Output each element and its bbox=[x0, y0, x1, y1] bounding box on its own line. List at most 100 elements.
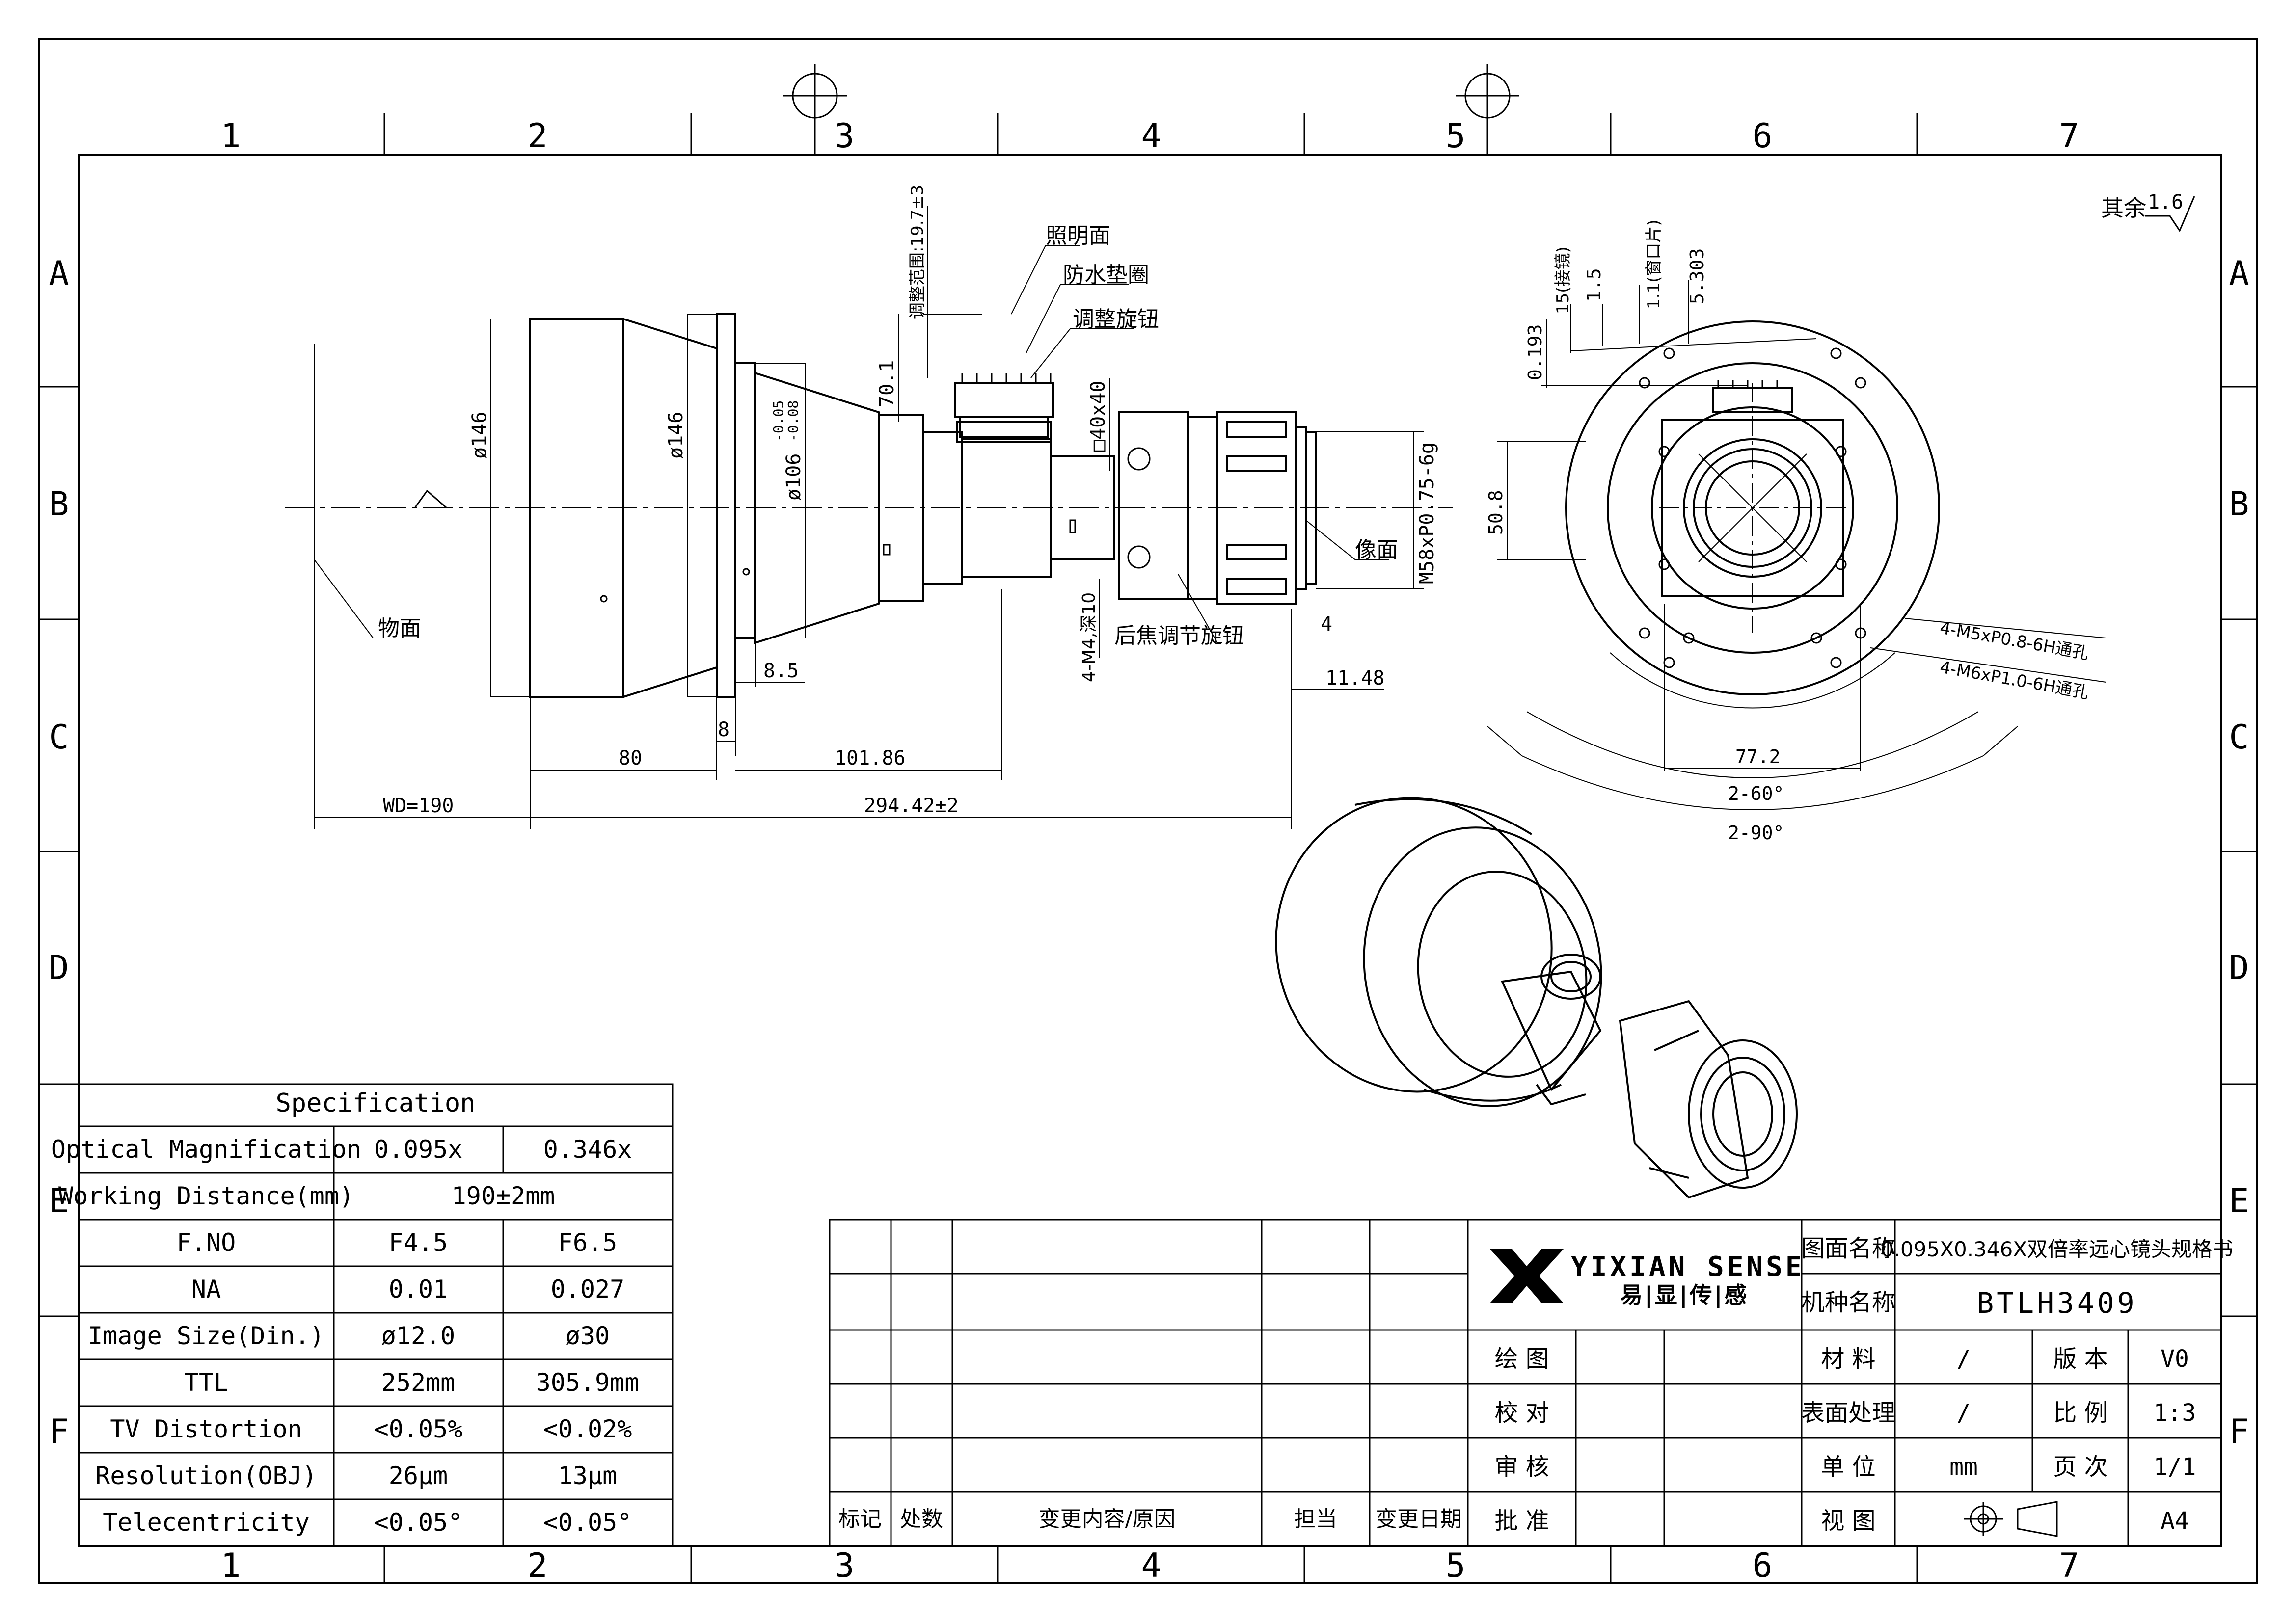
spec-row-label: Working Distance(mm) bbox=[58, 1182, 354, 1210]
revision-headers: 标记 处数 变更内容/原因 担当 变更日期 bbox=[838, 1507, 1462, 1532]
check-label: 校 对 bbox=[1494, 1399, 1549, 1427]
row-label: A bbox=[2229, 254, 2249, 293]
dim-0-193: 0.193 bbox=[1524, 324, 1546, 380]
front-dimension-texts: ø146 ø146 ø106 -0.05 -0.08 调整范围:19.7±3 7… bbox=[383, 185, 1438, 817]
material-value: / bbox=[1957, 1345, 1971, 1373]
column-label: 6 bbox=[1753, 117, 1773, 156]
approve-label: 批 准 bbox=[1494, 1507, 1549, 1535]
dim-8: 8 bbox=[718, 718, 729, 741]
spec-row-value: F4.5 bbox=[389, 1228, 448, 1257]
dim-11-48: 11.48 bbox=[1325, 667, 1384, 690]
dim-77-2: 77.2 bbox=[1735, 746, 1781, 768]
revision-table bbox=[829, 1219, 1469, 1547]
dim-h70-1: 70.1 bbox=[876, 360, 898, 407]
row-label: D bbox=[49, 949, 69, 987]
column-label: 7 bbox=[2059, 117, 2080, 156]
title-block-grid bbox=[1467, 1219, 2222, 1547]
spec-title: Specification bbox=[276, 1089, 476, 1118]
lens-side-profile bbox=[285, 313, 1453, 829]
company-logo: YIXIAN SENSE 易|显|传|感 bbox=[1490, 1249, 1802, 1309]
dim-total: 294.42±2 bbox=[864, 795, 959, 817]
column-label: 7 bbox=[2059, 1546, 2080, 1585]
scale-value: 1:3 bbox=[2154, 1399, 2196, 1427]
spec-row-value: 190±2mm bbox=[452, 1182, 555, 1210]
rev-mark-header: 标记 bbox=[838, 1507, 882, 1532]
dim-m6: 4-M6xP1.0-6H通孔 bbox=[1938, 657, 2090, 703]
paper-size: A4 bbox=[2161, 1507, 2189, 1535]
dim-wd: WD=190 bbox=[383, 795, 454, 817]
spec-row-label: Telecentricity bbox=[103, 1508, 309, 1537]
spec-row-value: 0.027 bbox=[551, 1275, 625, 1303]
end-view-dimensions bbox=[1487, 280, 2107, 810]
dim-4: 4 bbox=[1321, 613, 1332, 636]
dim-d146-left: ø146 bbox=[468, 412, 491, 459]
dim-d106-tol-lower: -0.08 bbox=[785, 400, 801, 442]
dim-101-86: 101.86 bbox=[835, 747, 906, 770]
row-label: E bbox=[2229, 1182, 2249, 1221]
dim-d146-right: ø146 bbox=[665, 412, 687, 459]
spec-rows: Optical Magnification 0.095x 0.346xWorking… bbox=[51, 1135, 673, 1547]
dim-sq40: □40x40 bbox=[1087, 381, 1109, 452]
dim-2-90: 2-90° bbox=[1728, 822, 1784, 844]
column-label: 1 bbox=[221, 1546, 241, 1585]
drawing-name: 0.095X0.346X双倍率远心镜头规格书 bbox=[1881, 1237, 2233, 1261]
frame-labels: 1 2 3 4 5 6 7 1 2 3 4 5 6 7 A B C D E F … bbox=[49, 117, 2249, 1585]
spec-row-value: 13μm bbox=[558, 1462, 617, 1490]
spec-row-value: 0.346x bbox=[543, 1135, 632, 1164]
dim-1-1: 1.1(窗口片) bbox=[1644, 219, 1664, 309]
row-label: B bbox=[49, 485, 69, 524]
version-label: 版 本 bbox=[2053, 1345, 2107, 1373]
label-waterproof-gasket: 防水垫圈 bbox=[1063, 263, 1149, 288]
row-label: C bbox=[49, 718, 69, 757]
model-label: 机种名称 bbox=[1801, 1289, 1895, 1316]
spec-row-value: ø12.0 bbox=[381, 1322, 456, 1350]
surface-label: 表面处理 bbox=[1801, 1399, 1895, 1427]
column-label: 5 bbox=[1446, 1546, 1466, 1585]
spec-row-label: TTL bbox=[184, 1368, 228, 1397]
spec-row-value: 26μm bbox=[389, 1462, 448, 1490]
spec-row-label: Image Size(Din.) bbox=[88, 1322, 324, 1350]
spec-row-value: 0.01 bbox=[389, 1275, 448, 1303]
roughness-symbol bbox=[2145, 196, 2195, 233]
label-object-plane: 物面 bbox=[378, 616, 421, 641]
dim-5-303: 5.303 bbox=[1686, 248, 1708, 304]
spec-row-value: 0.095x bbox=[374, 1135, 463, 1164]
material-label: 材 料 bbox=[1821, 1345, 1875, 1373]
column-label: 3 bbox=[835, 1546, 855, 1585]
row-label: A bbox=[49, 254, 69, 293]
dim-m58: M58xP0.75-6g bbox=[1416, 442, 1438, 584]
view-label: 视 图 bbox=[1821, 1507, 1875, 1535]
roughness-note: 其余 1.6 bbox=[2101, 191, 2195, 233]
spec-row-value: ø30 bbox=[566, 1322, 610, 1350]
rev-count-header: 处数 bbox=[900, 1507, 943, 1532]
rev-content-header: 变更内容/原因 bbox=[1039, 1507, 1176, 1532]
unit-value: mm bbox=[1949, 1453, 1978, 1481]
review-label: 审 核 bbox=[1494, 1453, 1549, 1481]
title-block-texts: 图面名称 0.095X0.346X双倍率远心镜头规格书 机种名称 BTLH340… bbox=[1494, 1235, 2233, 1535]
column-label: 6 bbox=[1753, 1546, 1773, 1585]
draw-label: 绘 图 bbox=[1494, 1345, 1549, 1373]
column-label: 3 bbox=[835, 117, 855, 156]
page-value: 1/1 bbox=[2154, 1453, 2196, 1481]
version-value: V0 bbox=[2161, 1345, 2189, 1373]
dim-50-8: 50.8 bbox=[1485, 490, 1507, 535]
column-label: 2 bbox=[528, 117, 548, 156]
spec-row-value: F6.5 bbox=[558, 1228, 617, 1257]
front-labels: 照明面 防水垫圈 调整旋钮 物面 像面 后焦调节旋钮 bbox=[378, 223, 1398, 648]
spec-row-label: NA bbox=[191, 1275, 221, 1303]
centering-mark bbox=[783, 64, 1519, 155]
scale-label: 比 例 bbox=[2053, 1399, 2107, 1427]
lens-end-view bbox=[1565, 320, 1940, 695]
dim-m4: 4-M4,深10 bbox=[1079, 592, 1099, 682]
model-value: BTLH3409 bbox=[1976, 1286, 2137, 1320]
spec-row-label: Optical Magnification bbox=[51, 1135, 361, 1164]
dim-80: 80 bbox=[619, 747, 642, 770]
dim-15: 15(接镜) bbox=[1553, 246, 1573, 314]
dim-d106-tol-upper: -0.05 bbox=[770, 400, 786, 442]
spec-row-label: Resolution(OBJ) bbox=[95, 1462, 317, 1490]
spec-row-value: 252mm bbox=[381, 1368, 456, 1397]
front-dimensions bbox=[314, 206, 1424, 829]
lens-isometric-view bbox=[1275, 797, 1798, 1199]
